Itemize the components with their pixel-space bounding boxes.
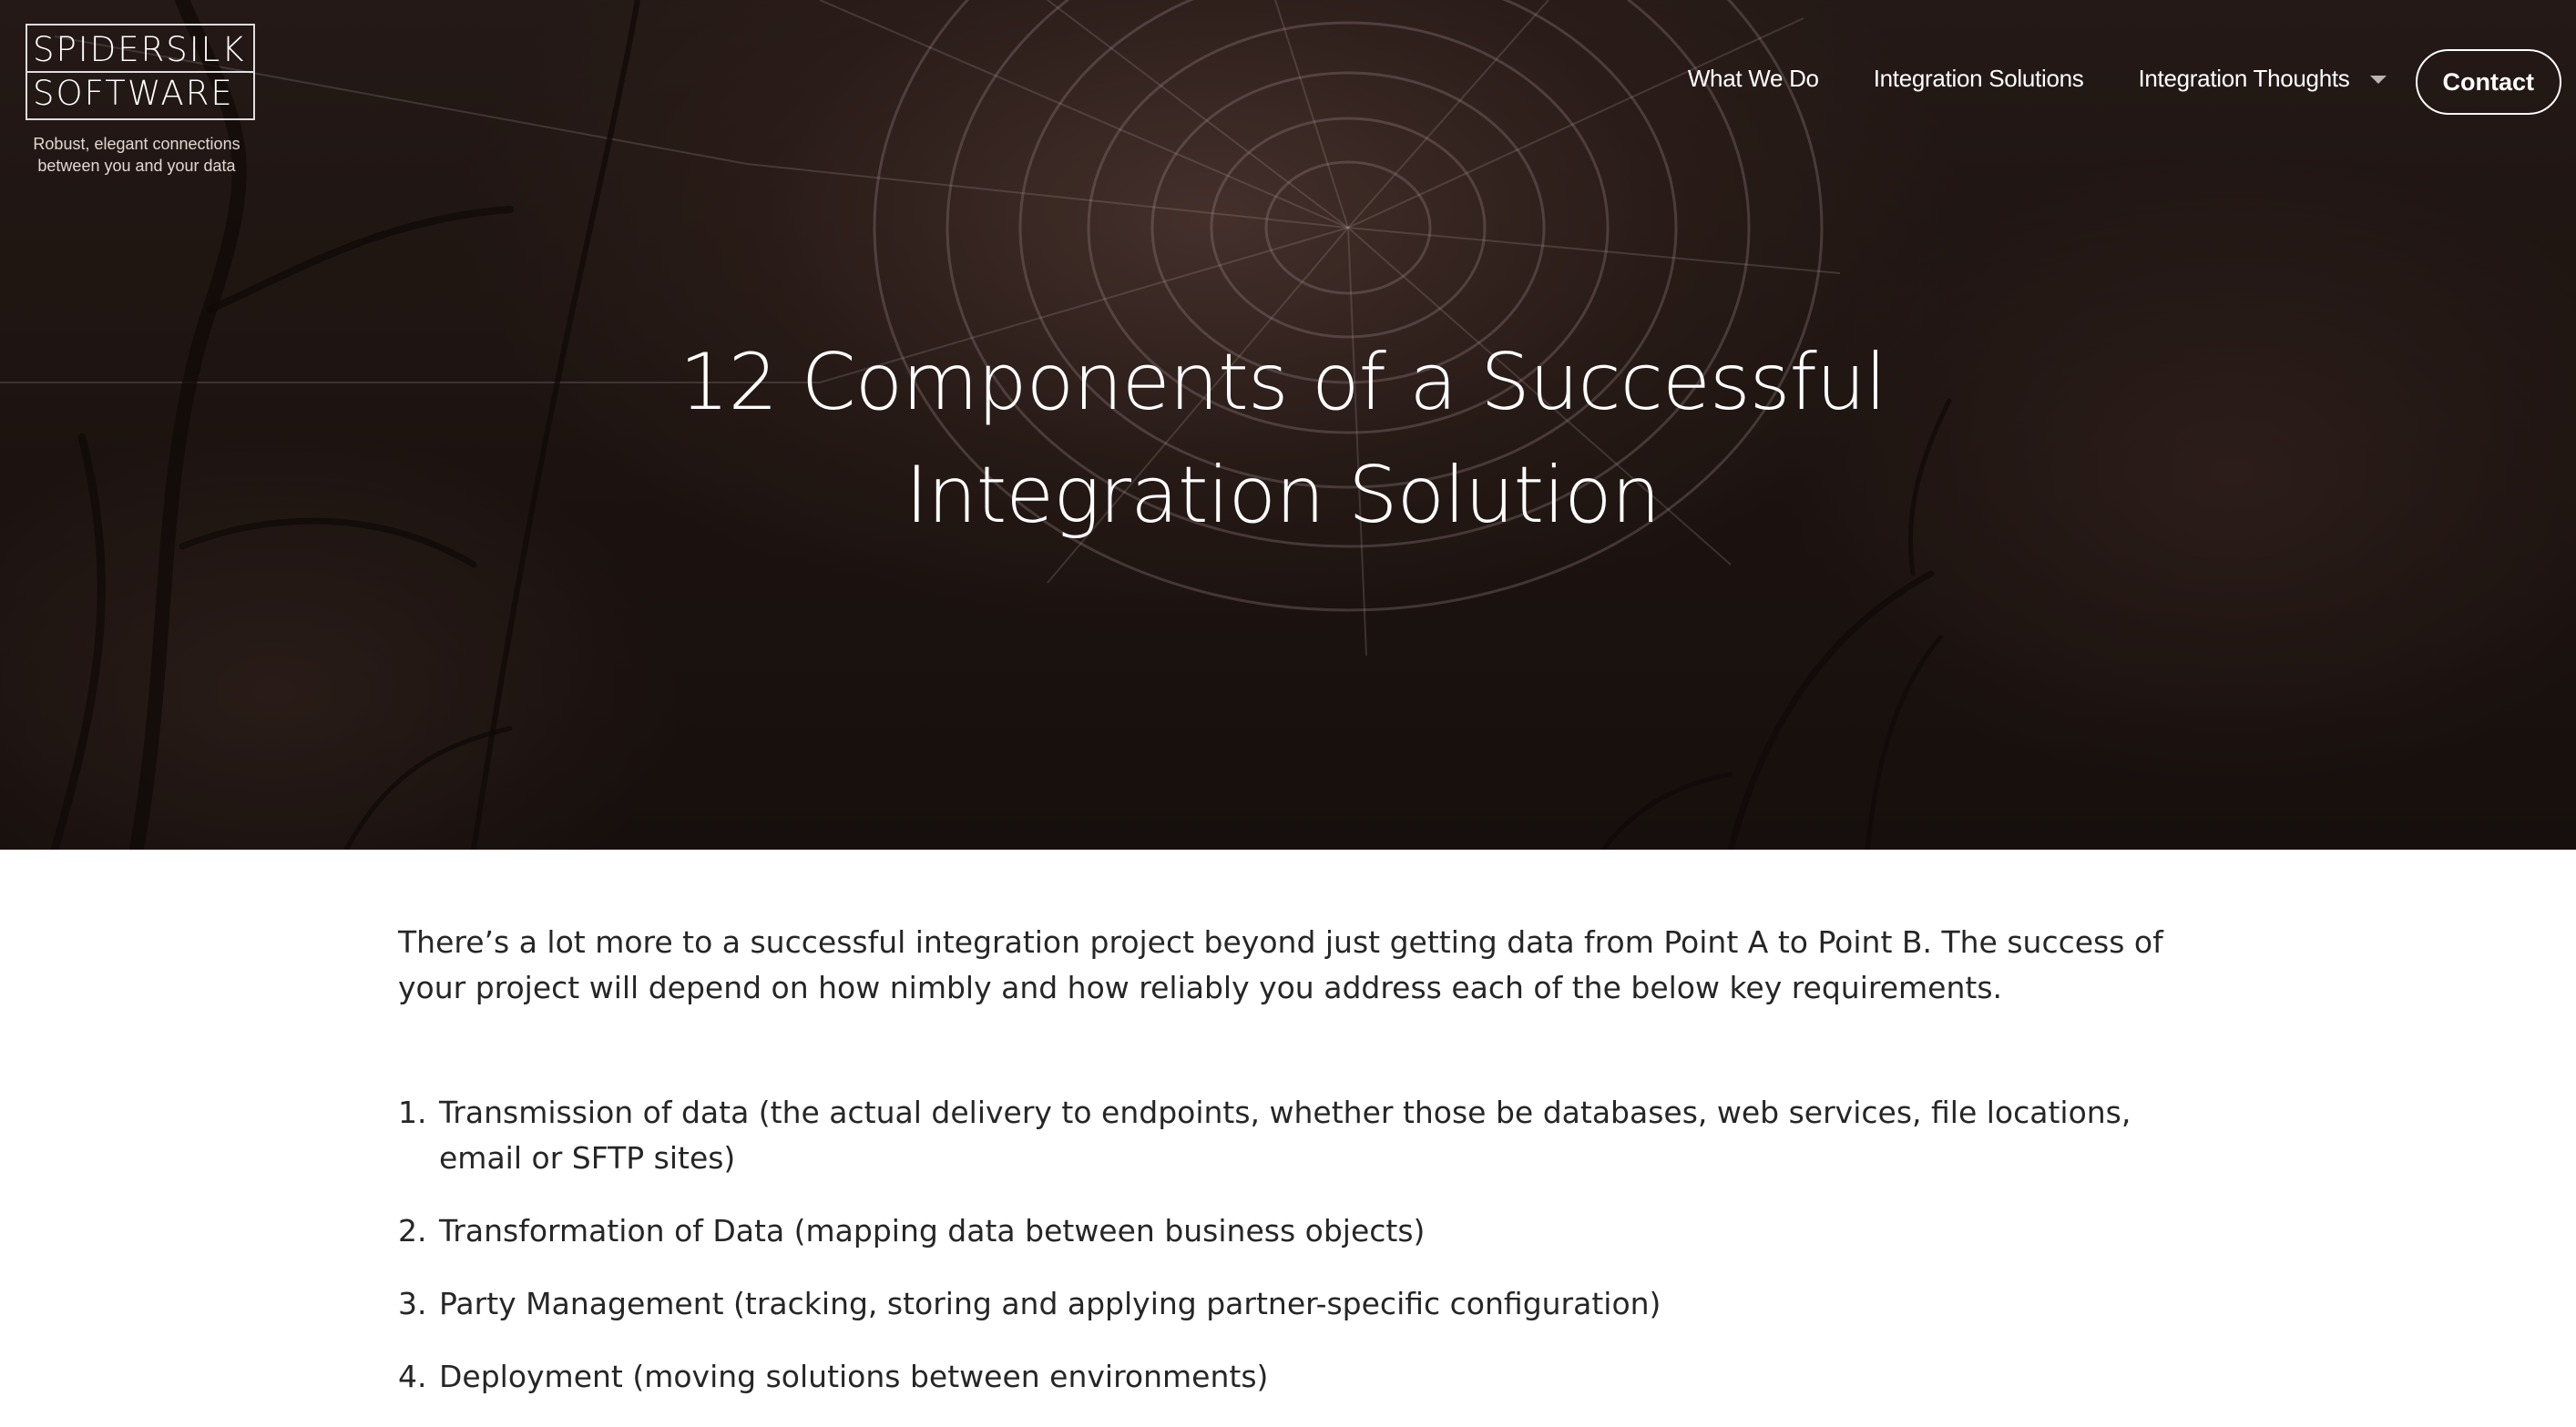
logo-tagline: Robust, elegant connections between you … (33, 135, 240, 175)
contact-button[interactable]: Contact (2415, 49, 2561, 115)
article-body: There’s a lot more to a successful integ… (398, 920, 2183, 1427)
list-item-number: 4. (398, 1359, 427, 1394)
nav-item-integration-thoughts[interactable]: Integration Thoughts (2138, 64, 2387, 93)
list-item-text: Transmission of data (the actual deliver… (439, 1095, 2131, 1176)
intro-paragraph: There’s a lot more to a successful integ… (398, 924, 2163, 1005)
site-logo[interactable]: SPIDERSILK SOFTWARE Robust, elegant conn… (26, 24, 255, 177)
page-title: 12 Components of a Successful Integratio… (0, 326, 2565, 552)
logo-line-2: SOFTWARE (33, 74, 234, 113)
nav-item-label: What We Do (1687, 64, 1819, 92)
list-item-text: Transformation of Data (mapping data bet… (439, 1213, 1426, 1249)
hero-overlay (0, 0, 2576, 850)
requirements-list: 1. Transmission of data (the actual deli… (398, 1090, 2183, 1400)
logo-wordmark[interactable]: SPIDERSILK SOFTWARE (26, 24, 255, 120)
main-navigation: What We Do Integration Solutions Integra… (1688, 42, 2561, 115)
nav-item-label: Integration Solutions (1873, 64, 2084, 92)
list-item-text: Deployment (moving solutions between env… (439, 1359, 1269, 1394)
list-item-text: Party Management (tracking, storing and … (439, 1286, 1661, 1321)
chevron-down-icon[interactable] (2369, 75, 2387, 84)
list-item: 1. Transmission of data (the actual deli… (398, 1090, 2183, 1181)
list-item: 3. Party Management (tracking, storing a… (398, 1281, 2183, 1327)
list-item-number: 2. (398, 1213, 427, 1249)
spider-web-background-image (0, 0, 1952, 850)
nav-item-what-we-do[interactable]: What We Do (1688, 65, 1819, 93)
logo-line-1: SPIDERSILK (33, 30, 246, 69)
logo-divider (27, 71, 253, 73)
nav-item-label: Integration Thoughts (2138, 64, 2350, 92)
list-item-number: 3. (398, 1286, 427, 1321)
list-item: 2. Transformation of Data (mapping data … (398, 1208, 2183, 1254)
hero-banner (0, 0, 2576, 850)
list-item: 4. Deployment (moving solutions between … (398, 1354, 2183, 1400)
nav-item-integration-solutions[interactable]: Integration Solutions (1874, 65, 2084, 93)
list-item-number: 1. (398, 1095, 427, 1130)
page-title-line-1: 12 Components of a Successful (679, 336, 1886, 428)
page-title-line-2: Integration Solution (905, 449, 1661, 541)
